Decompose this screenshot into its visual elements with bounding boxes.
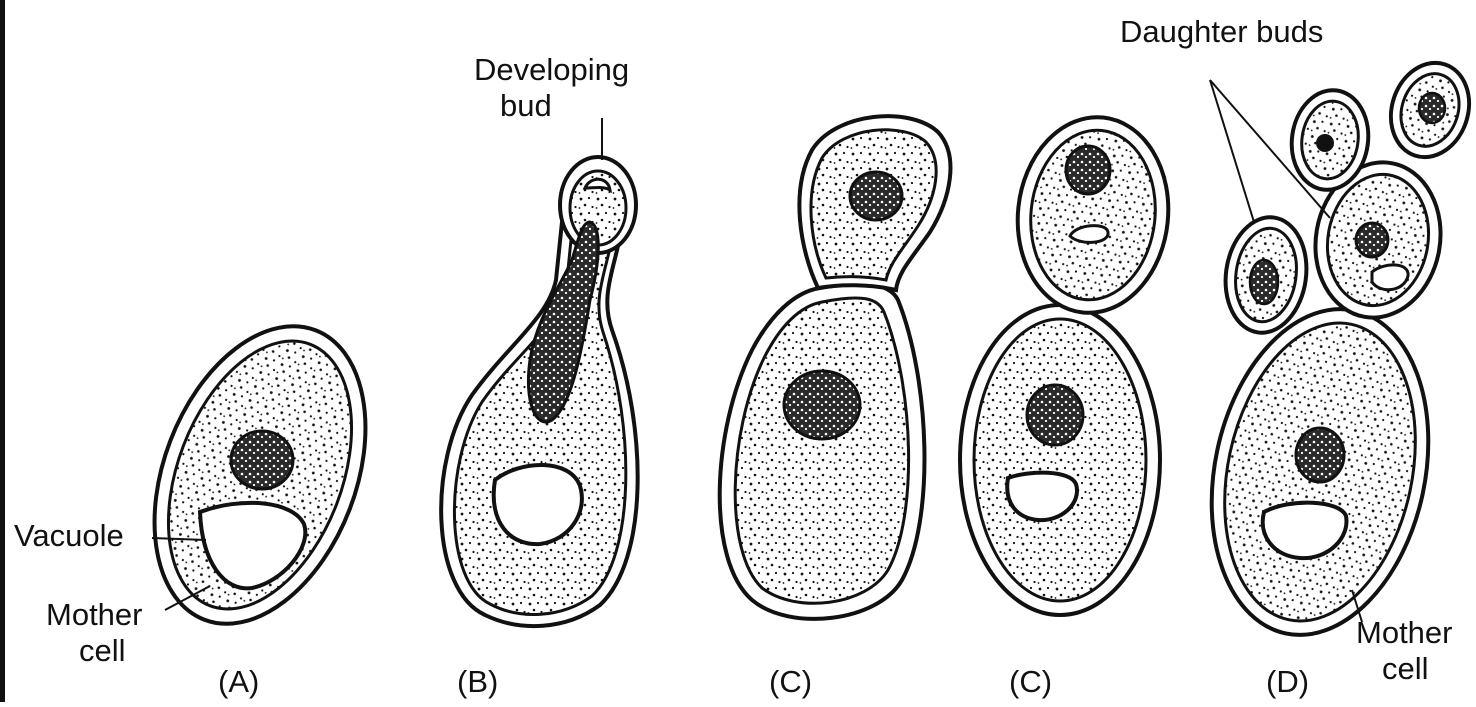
- vacuole-label: Vacuole: [14, 518, 124, 554]
- mother-cell-label-right-line1: Mother: [1356, 615, 1452, 651]
- stage-c2-caption: (C): [1009, 664, 1052, 700]
- stage-d-caption: (D): [1266, 664, 1309, 700]
- stage-b-vacuole: [494, 465, 582, 544]
- stage-c2-vacuole: [1007, 473, 1077, 521]
- stage-b-caption: (B): [457, 664, 498, 700]
- stage-c2-bud-nucleus: [1066, 146, 1110, 194]
- mother-cell-label-right: Mother cell: [1356, 615, 1452, 686]
- stage-a-nucleus: [231, 431, 293, 489]
- stage-a-cell: [115, 296, 405, 654]
- stage-d-nucleus: [1296, 428, 1344, 482]
- stage-c2-nucleus: [1027, 385, 1083, 445]
- stage-d-cell: [1183, 53, 1476, 656]
- stage-c1-caption: (C): [769, 664, 812, 700]
- stage-a-caption: (A): [218, 664, 259, 700]
- left-edge-bar: [0, 0, 5, 702]
- daughter-buds-leader-left: [1210, 80, 1254, 222]
- developing-bud-label: Developing bud: [474, 52, 674, 123]
- mother-cell-label-left-line1: Mother: [46, 597, 142, 633]
- daughter-buds-label: Daughter buds: [1120, 14, 1323, 50]
- mother-cell-label-left-line2: cell: [46, 633, 142, 669]
- stage-c1-cell: [720, 116, 951, 619]
- stage-b-cell: [441, 157, 637, 626]
- stage-c2-cell: [960, 110, 1178, 615]
- developing-bud-label-line1: Developing: [474, 52, 674, 88]
- stage-c1-nucleus: [784, 371, 860, 439]
- mother-cell-label-left: Mother cell: [46, 597, 142, 668]
- mother-cell-label-right-line2: cell: [1356, 651, 1452, 687]
- stage-c1-bud-nucleus: [850, 172, 902, 220]
- developing-bud-label-line2: bud: [474, 88, 674, 124]
